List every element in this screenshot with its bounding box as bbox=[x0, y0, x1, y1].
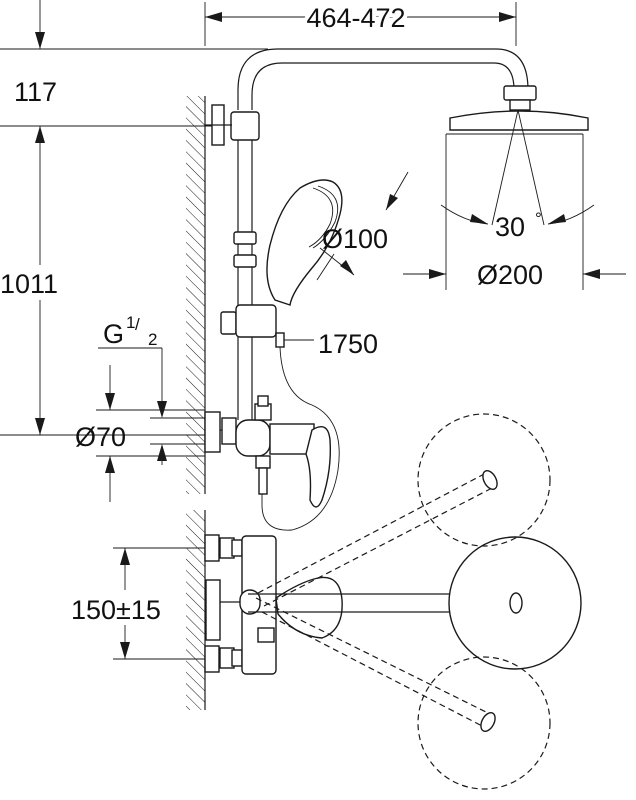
overhead-shower: 30 ° bbox=[440, 85, 595, 242]
headshower-diameter-label: Ø200 bbox=[477, 260, 543, 290]
tilt-unit: ° bbox=[535, 209, 542, 228]
lever-straight bbox=[248, 536, 582, 670]
dimension-handshower: Ø100 bbox=[316, 171, 409, 281]
top-offset-label: 117 bbox=[14, 77, 57, 107]
lever-lower-position bbox=[255, 597, 551, 790]
arm-projection-label: 464-472 bbox=[306, 3, 405, 33]
dimension-headshower: Ø200 bbox=[403, 186, 626, 290]
dimension-escutcheon: Ø70 bbox=[75, 365, 205, 502]
centre-distance-label: 150±15 bbox=[71, 595, 161, 625]
wall-lower bbox=[186, 510, 206, 710]
wall-upper bbox=[186, 96, 206, 494]
tilt-angle-label: 30 bbox=[495, 212, 525, 242]
hose-length-label: 1750 bbox=[318, 329, 378, 359]
thread-numerator: 1 bbox=[126, 313, 135, 332]
dimension-thread: G 1 / 2 bbox=[98, 313, 205, 465]
dimension-arm-projection: 464-472 bbox=[204, 0, 517, 46]
lever-upper-position bbox=[257, 413, 551, 607]
handshower-diameter-label: Ø100 bbox=[322, 224, 388, 254]
shower-riser bbox=[205, 48, 529, 420]
escutcheon-label: Ø70 bbox=[75, 422, 126, 452]
svg-text:/: / bbox=[135, 315, 140, 334]
thread-denominator: 2 bbox=[148, 330, 157, 349]
mixer-plan-view bbox=[204, 534, 343, 675]
shower-hose bbox=[261, 346, 340, 531]
hand-shower: 1750 bbox=[220, 179, 378, 359]
mixer-side-view bbox=[204, 395, 332, 508]
dimension-height: 117 1011 bbox=[0, 0, 268, 436]
thread-label: G bbox=[103, 319, 124, 349]
height-label: 1011 bbox=[0, 269, 58, 299]
dimension-centre-distance: 150±15 bbox=[71, 547, 205, 660]
